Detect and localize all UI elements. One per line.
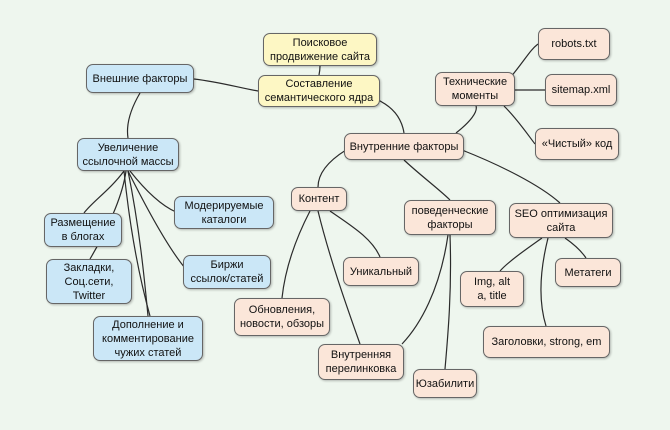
node-internal-linking: Внутренняя перелинковка [318, 344, 404, 380]
node-clean-code: «Чистый» код [535, 128, 619, 160]
link-content-to-unique [329, 210, 381, 258]
link-behavioral-to-usability [444, 234, 452, 370]
node-meta-tags: Метатеги [555, 258, 621, 287]
node-semantic-core: Составление семантического ядра [258, 75, 380, 107]
link-linkmass-to-commenting-2 [123, 170, 151, 317]
node-external-factors: Внешние факторы [86, 64, 194, 93]
node-robots-txt: robots.txt [538, 28, 610, 60]
link-internal-to-technical [455, 105, 477, 134]
link-seo-to-metatags [564, 237, 587, 259]
link-content-to-updates [281, 210, 311, 299]
node-behavioral-factors: поведенческие факторы [404, 200, 496, 235]
node-moderated-catalogs: Модерируемые каталоги [174, 196, 274, 229]
node-content: Контент [291, 187, 347, 211]
link-external-to-semantic [193, 78, 259, 92]
node-link-mass: Увеличение ссылочной массы [77, 138, 179, 171]
node-unique: Уникальный [343, 257, 419, 286]
node-sitemap-xml: sitemap.xml [545, 74, 617, 106]
node-link-exchanges: Биржи ссылок/статей [183, 255, 271, 289]
node-updates: Обновления, новости, обзоры [234, 298, 330, 336]
link-seo-to-img [499, 237, 543, 272]
node-internal-factors: Внутренние факторы [344, 133, 464, 160]
link-behavioral-to-linking [401, 234, 449, 345]
link-linkmass-to-catalogs [129, 170, 177, 213]
link-internal-to-content [317, 149, 347, 188]
node-search-promotion: Поисковое продвижение сайта [263, 33, 377, 66]
link-linkmass-to-exchanges [127, 170, 186, 269]
node-seo-optimization: SEO оптимизация сайта [509, 203, 613, 238]
link-search-to-semantic [318, 65, 321, 76]
link-internal-to-behavioral [403, 159, 451, 201]
link-technical-to-robots [509, 43, 539, 79]
node-commenting: Дополнение и комментирование чужих стате… [93, 316, 203, 361]
node-technical-moments: Технические моменты [435, 72, 515, 106]
node-headings: Заголовки, strong, em [483, 326, 610, 358]
link-semantic-to-internal [377, 99, 405, 134]
node-blog-posting: Размещение в блогах [44, 213, 122, 247]
link-technical-to-cleancode [503, 105, 536, 145]
link-internal-to-seo [461, 149, 561, 204]
link-seo-to-headings [540, 237, 549, 327]
node-img-alt: Img, alt a, title [460, 271, 524, 307]
link-external-to-linkmass [126, 92, 141, 139]
link-content-to-linking [317, 210, 361, 345]
link-linkmass-to-blogs [83, 170, 125, 214]
node-bookmarks: Закладки, Соц.сети, Twitter [46, 259, 132, 304]
node-usability: Юзабилити [413, 369, 477, 398]
